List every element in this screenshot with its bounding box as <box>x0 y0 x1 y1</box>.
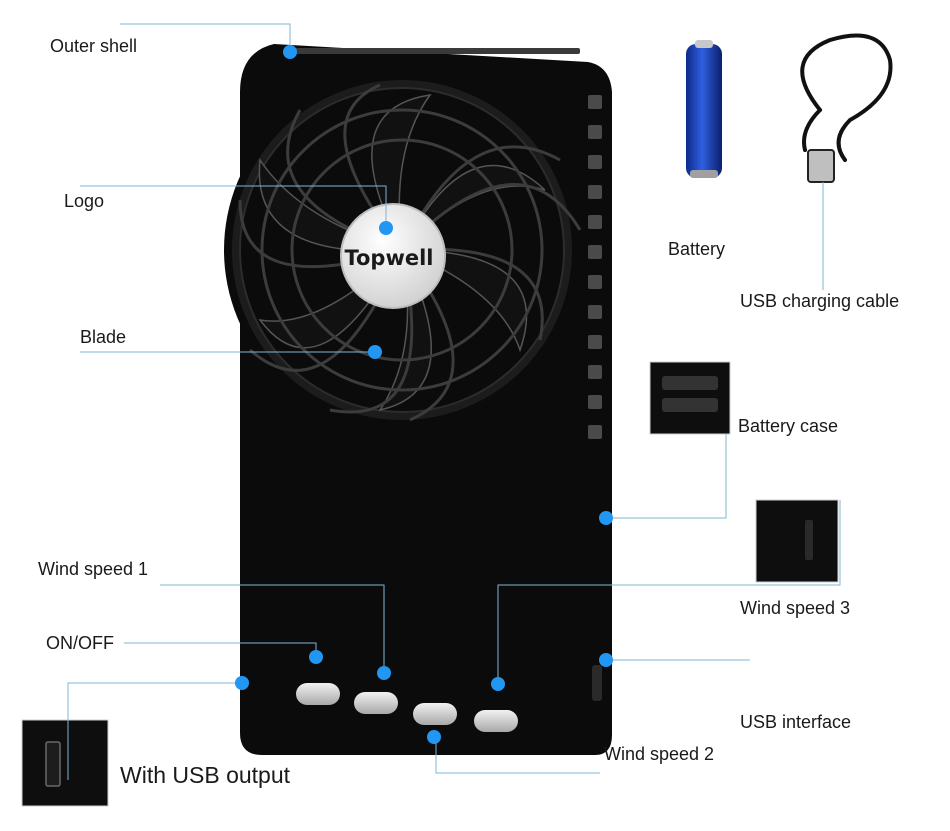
control-buttons <box>296 683 518 732</box>
label-on-off: ON/OFF <box>46 633 114 653</box>
label-usb-output: With USB output <box>120 762 291 788</box>
wind-speed-2-button[interactable] <box>413 703 457 725</box>
wind-speed-1-button[interactable] <box>354 692 398 714</box>
wind-speed-3-inset <box>755 499 839 583</box>
battery-icon <box>686 40 722 178</box>
label-logo: Logo <box>64 191 105 211</box>
label-outer-shell: Outer shell <box>50 36 138 56</box>
label-wind-speed-3: Wind speed 3 <box>740 598 851 618</box>
label-wind-speed-2: Wind speed 2 <box>604 744 715 764</box>
label-battery-case: Battery case <box>738 416 839 436</box>
callout-dots <box>235 45 613 744</box>
logo-text: Topwell <box>344 246 433 270</box>
usb-cable-icon <box>800 33 893 183</box>
callout-lines <box>67 23 841 780</box>
on-off-button[interactable] <box>296 683 340 705</box>
battery-case-inset <box>649 361 731 435</box>
label-battery: Battery <box>668 239 726 259</box>
side-vents <box>588 95 602 439</box>
wind-speed-3-button[interactable] <box>474 710 518 732</box>
logo-hub <box>340 203 446 309</box>
label-wind-speed-1: Wind speed 1 <box>38 559 149 579</box>
usb-port-side <box>592 665 602 701</box>
label-blade: Blade <box>80 327 127 347</box>
label-usb-interface: USB interface <box>740 712 852 732</box>
label-usb-charging-cable: USB charging cable <box>740 291 900 311</box>
fan-icon: Topwell <box>224 44 612 755</box>
usb-port-icon <box>21 719 109 807</box>
